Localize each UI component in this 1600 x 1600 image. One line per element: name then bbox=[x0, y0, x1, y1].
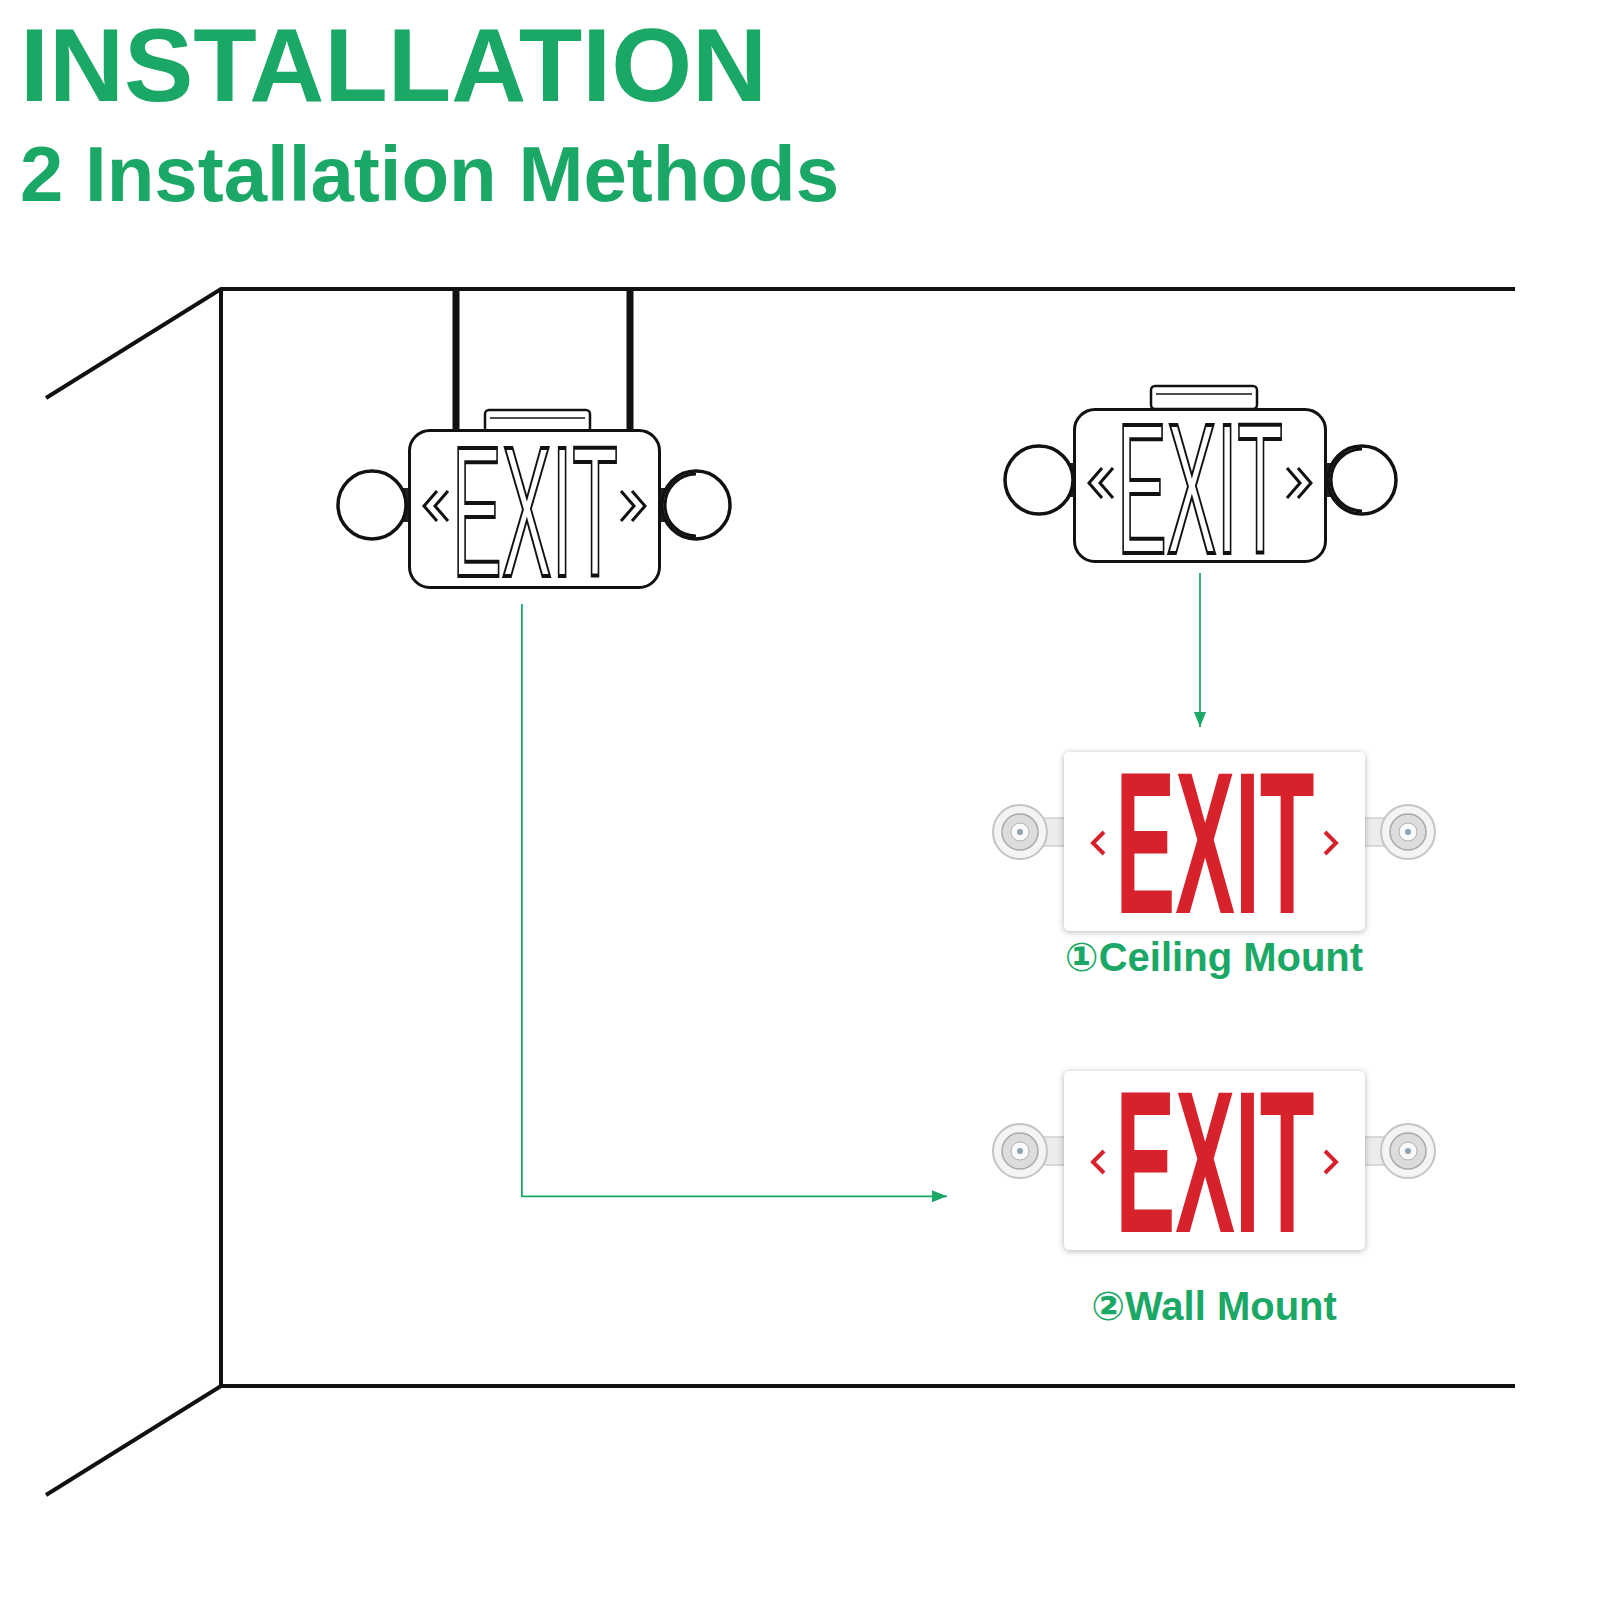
mount-caption: ①Ceiling Mount bbox=[988, 933, 1440, 981]
chevron-left bbox=[1093, 1151, 1104, 1173]
lamp-photo bbox=[993, 805, 1072, 859]
exit-sign-sketch: EXIT bbox=[1073, 408, 1327, 563]
lamp-head-detail bbox=[1331, 449, 1362, 511]
room-outline bbox=[46, 289, 1515, 1495]
mount-plate bbox=[1151, 386, 1257, 409]
lamp-photo bbox=[1356, 805, 1435, 859]
lamp-head-sketch bbox=[1005, 446, 1073, 514]
exit-sign-sketch: EXIT bbox=[408, 429, 661, 589]
leader-line bbox=[522, 604, 947, 1196]
hanging-rod bbox=[627, 289, 634, 432]
exit-sign-photo: EXIT②Wall Mount bbox=[988, 1071, 1440, 1250]
leader-line bbox=[1199, 573, 1201, 727]
mount-plate-detail bbox=[490, 417, 585, 419]
chevron-left bbox=[1100, 468, 1113, 498]
lamp-photo bbox=[1356, 1124, 1435, 1178]
page-title: INSTALLATION bbox=[20, 3, 767, 128]
arrow-head bbox=[932, 1190, 947, 1202]
chevron-right bbox=[1325, 832, 1336, 854]
chevron-left bbox=[435, 491, 448, 521]
chevron-right bbox=[1325, 1151, 1336, 1173]
exit-lettering: EXIT bbox=[1115, 1087, 1314, 1239]
hanging-rod bbox=[453, 289, 460, 432]
lamp-head-sketch bbox=[1328, 446, 1396, 514]
exit-lettering: EXIT bbox=[452, 442, 618, 582]
chevron-left bbox=[1093, 832, 1104, 854]
exit-lettering: EXIT bbox=[1115, 768, 1314, 920]
exit-sign-photo: EXIT①Ceiling Mount bbox=[988, 752, 1440, 931]
page-subtitle: 2 Installation Methods bbox=[20, 128, 839, 222]
lamp-head-sketch bbox=[338, 471, 406, 539]
chevron-right bbox=[1287, 468, 1300, 498]
arrow-head bbox=[1194, 712, 1206, 727]
sign-panel: EXIT bbox=[1064, 752, 1365, 931]
sign-panel: EXIT bbox=[1064, 1071, 1365, 1250]
lamp-photo bbox=[993, 1124, 1072, 1178]
mount-plate-detail bbox=[1156, 393, 1252, 395]
chevron-right bbox=[621, 491, 634, 521]
mount-caption: ②Wall Mount bbox=[988, 1282, 1440, 1330]
exit-lettering: EXIT bbox=[1117, 419, 1283, 559]
leader-arrow bbox=[522, 604, 947, 1202]
leader-arrow bbox=[1194, 573, 1206, 727]
lamp-head-sketch bbox=[662, 471, 730, 539]
lamp-head-detail bbox=[665, 474, 696, 536]
